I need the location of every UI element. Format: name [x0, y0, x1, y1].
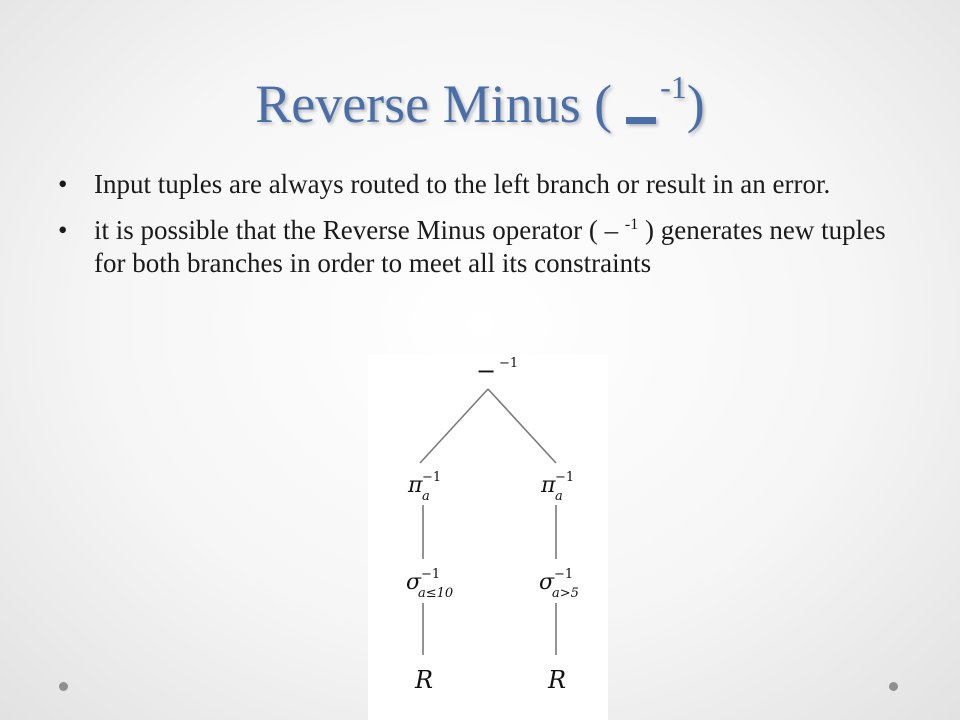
- bullet-text: Input tuples are always routed to the le…: [94, 169, 831, 199]
- left-projection-superscript: −1: [422, 470, 441, 485]
- edge-root-left: [419, 388, 489, 464]
- right-selection-node: σ −1 a>5: [539, 567, 579, 601]
- slide-title: Reverse Minus ( -1): [0, 69, 960, 136]
- left-projection-node: π −1 a: [407, 470, 441, 504]
- right-selection-symbol: σ: [539, 570, 555, 595]
- title-close: ): [686, 74, 705, 134]
- bullet-text-after: ) generates new tuples for both branches…: [94, 215, 886, 278]
- bullet-marker: •: [58, 169, 68, 199]
- right-projection-symbol: π: [540, 473, 556, 498]
- minus-symbol: [626, 117, 657, 124]
- bullet-item-2: • it is possible that the Reverse Minus …: [58, 214, 918, 280]
- bullet-item-1: • Input tuples are always routed to the …: [58, 168, 918, 201]
- left-selection-subscript: a≤10: [418, 586, 453, 601]
- right-selection-subscript: a>5: [552, 586, 579, 601]
- edge-root-right: [487, 388, 557, 464]
- left-projection-symbol: π: [407, 473, 423, 498]
- operator-tree-svg: − −1 π −1 a π −1 a σ −1 a≤10: [406, 356, 579, 694]
- operator-tree-diagram: − −1 π −1 a π −1 a σ −1 a≤10: [368, 355, 608, 720]
- left-projection-subscript: a: [422, 489, 430, 504]
- left-relation: R: [414, 666, 433, 694]
- bullet-list: • Input tuples are always routed to the …: [58, 168, 918, 293]
- left-selection-superscript: −1: [421, 567, 440, 582]
- left-selection-node: σ −1 a≤10: [406, 567, 453, 601]
- nav-dot-left: [59, 682, 68, 691]
- title-text: Reverse Minus (: [255, 74, 613, 134]
- bullet-superscript: -1: [624, 216, 639, 233]
- right-selection-superscript: −1: [554, 567, 573, 582]
- root-superscript: −1: [499, 356, 518, 371]
- right-projection-superscript: −1: [555, 470, 574, 485]
- root-node: − −1: [476, 356, 518, 385]
- title-superscript: -1: [660, 69, 687, 105]
- root-symbol: −: [476, 357, 496, 385]
- bullet-text-before: it is possible that the Reverse Minus op…: [94, 215, 619, 245]
- nav-dot-right: [889, 682, 898, 691]
- right-projection-subscript: a: [555, 489, 563, 504]
- left-selection-symbol: σ: [406, 570, 422, 595]
- right-projection-node: π −1 a: [540, 470, 574, 504]
- bullet-marker: •: [58, 215, 68, 245]
- right-relation: R: [547, 666, 566, 694]
